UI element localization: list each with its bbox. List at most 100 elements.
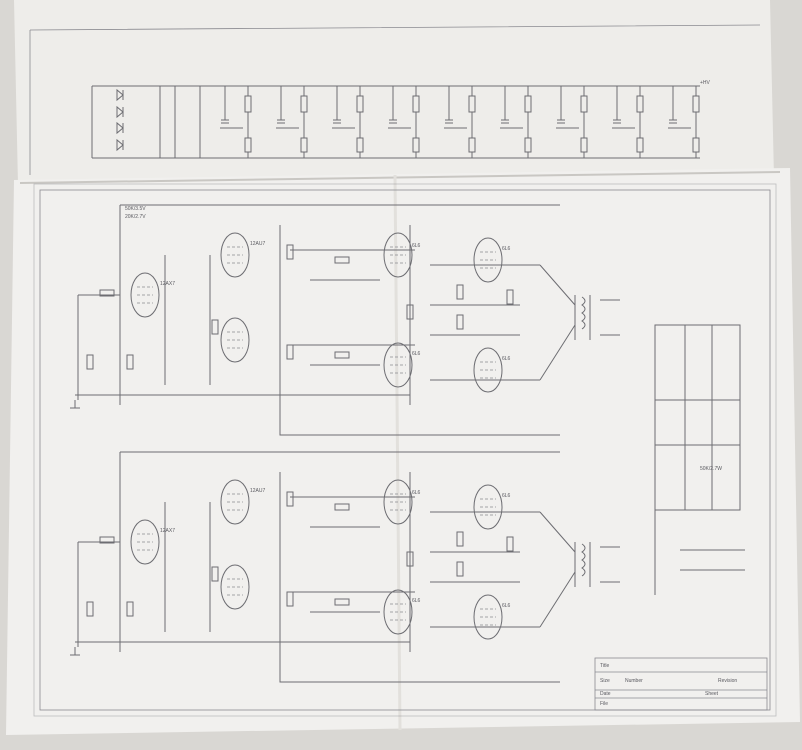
resistor: [286, 591, 294, 607]
tube-label: 6L6: [502, 356, 511, 362]
size-label: Size: [600, 678, 610, 684]
wire: [77, 225, 560, 436]
resistor: [406, 551, 414, 567]
diode-icon: [116, 105, 124, 119]
wire: [574, 295, 620, 340]
wire: [388, 86, 417, 158]
vacuum-tube-icon: [473, 594, 503, 640]
tube-label: 12AU7: [250, 241, 266, 247]
wire: [409, 472, 576, 652]
amplifier-channel-bottom: [70, 451, 620, 683]
resistor: [334, 256, 350, 264]
tube-grid: [227, 246, 243, 264]
wire: [310, 526, 520, 613]
resistor: [211, 319, 219, 335]
resistor: [406, 304, 414, 320]
wire: [310, 279, 520, 366]
capacitor: [613, 86, 621, 124]
vacuum-tube-icon: [383, 479, 413, 525]
wire: [75, 451, 560, 652]
transformer-icon: [581, 543, 586, 577]
capacitor: [669, 86, 677, 124]
wire: [332, 86, 361, 158]
tube-grid: [480, 498, 496, 516]
resistor: [86, 354, 94, 370]
right-power-section: [654, 324, 745, 595]
transformer-icon: [581, 296, 586, 330]
power-supply-strip: [91, 85, 700, 159]
tube-grid: [480, 608, 496, 626]
vacuum-tube-icon: [383, 589, 413, 635]
tube-grid: [480, 251, 496, 269]
bias-label-1: 50K/3.5V: [125, 206, 146, 212]
tube-grid: [480, 361, 496, 379]
resistor: [286, 244, 294, 260]
resistor: [456, 284, 464, 300]
title-block: [594, 657, 768, 711]
resistor: [99, 536, 115, 544]
vacuum-tube-icon: [220, 479, 250, 525]
tube-label: 6L6: [412, 243, 421, 249]
resistor: [286, 491, 294, 507]
capacitor: [277, 86, 285, 124]
resistor: [456, 314, 464, 330]
tube-grid: [227, 578, 243, 596]
tube-label: 6L6: [502, 493, 511, 499]
resistor: [506, 289, 514, 305]
tube-grid: [137, 286, 153, 304]
tube-grid: [137, 533, 153, 551]
tube-grid: [227, 331, 243, 349]
wire: [556, 86, 585, 158]
diode-icon: [116, 88, 124, 102]
resistor: [334, 351, 350, 359]
wire: [220, 86, 249, 158]
wire: [500, 86, 529, 158]
right-psu-label: 50K/2.7W: [700, 466, 722, 472]
vacuum-tube-icon: [383, 232, 413, 278]
resistor: [334, 503, 350, 511]
diode-icon: [116, 121, 124, 135]
paper-top-sheet: [14, 0, 774, 185]
tube-label: 12AX7: [160, 528, 175, 534]
tube-grid: [390, 493, 406, 511]
bias-label-2: 20K/2.7V: [125, 214, 146, 220]
tube-label: 6L6: [412, 490, 421, 496]
file-label: File: [600, 701, 608, 707]
psu-output-label: +HV: [700, 80, 711, 86]
resistor: [126, 601, 134, 617]
vacuum-tube-icon: [220, 317, 250, 363]
resistor: [211, 566, 219, 582]
resistor: [126, 354, 134, 370]
vacuum-tube-icon: [473, 347, 503, 393]
wire: [409, 225, 576, 405]
resistor: [86, 601, 94, 617]
capacitor: [333, 86, 341, 124]
tube-label: 12AX7: [160, 281, 175, 287]
capacitor: [221, 86, 229, 124]
resistor: [99, 289, 115, 297]
tube-label: 6L6: [502, 603, 511, 609]
drawing-frame: [39, 189, 771, 711]
ground-icon: [70, 400, 80, 409]
tube-label: 12AU7: [250, 488, 266, 494]
capacitor: [557, 86, 565, 124]
tube-grid: [390, 356, 406, 374]
vacuum-tube-icon: [383, 342, 413, 388]
vacuum-tube-icon: [220, 232, 250, 278]
wire: [164, 249, 415, 385]
date-label: Date: [600, 691, 611, 697]
wire: [574, 542, 620, 587]
wire: [444, 86, 473, 158]
capacitor: [389, 86, 397, 124]
wire: [612, 86, 641, 158]
wire: [164, 496, 415, 632]
wire: [75, 204, 560, 405]
tube-grid: [390, 246, 406, 264]
diode-icon: [116, 138, 124, 152]
vacuum-tube-icon: [473, 237, 503, 283]
resistor: [456, 561, 464, 577]
vacuum-tube-icon: [130, 519, 160, 565]
vacuum-tube-icon: [130, 272, 160, 318]
